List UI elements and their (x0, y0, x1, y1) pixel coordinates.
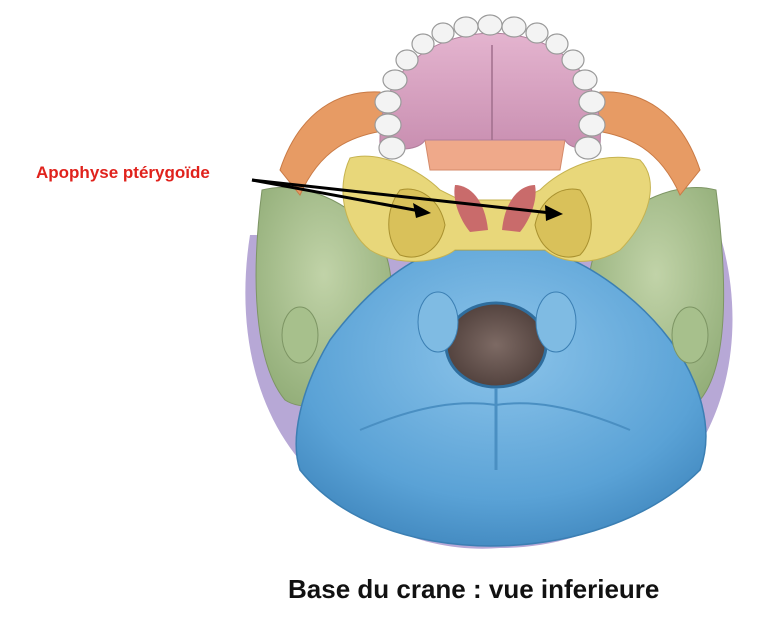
arrowhead-right (545, 205, 563, 221)
sphenoid-bone (342, 155, 651, 262)
left-mastoid-process (281, 306, 319, 364)
right-occipital-condyle (535, 291, 577, 353)
left-pterygoid-process (388, 188, 446, 258)
figure-caption: Base du crane : vue inferieure (288, 574, 660, 604)
pointer-arrows (251, 178, 552, 215)
nuchal-line (359, 402, 631, 431)
right-mastoid-process (671, 306, 709, 364)
upper-teeth (374, 14, 606, 160)
foramen-magnum (444, 301, 548, 389)
occipital-bone (295, 249, 707, 547)
left-choana (454, 185, 488, 232)
arrow-right-pterygoid (251, 178, 552, 215)
right-pterygoid-process (534, 188, 592, 258)
arrow-left-pterygoid (251, 178, 421, 213)
arrowhead-left (413, 203, 431, 218)
left-occipital-condyle (417, 291, 459, 353)
pterygoid-process-label: Apophyse ptérygoïde (36, 163, 210, 182)
hard-palate (379, 32, 601, 150)
palatine-bone (424, 139, 566, 171)
